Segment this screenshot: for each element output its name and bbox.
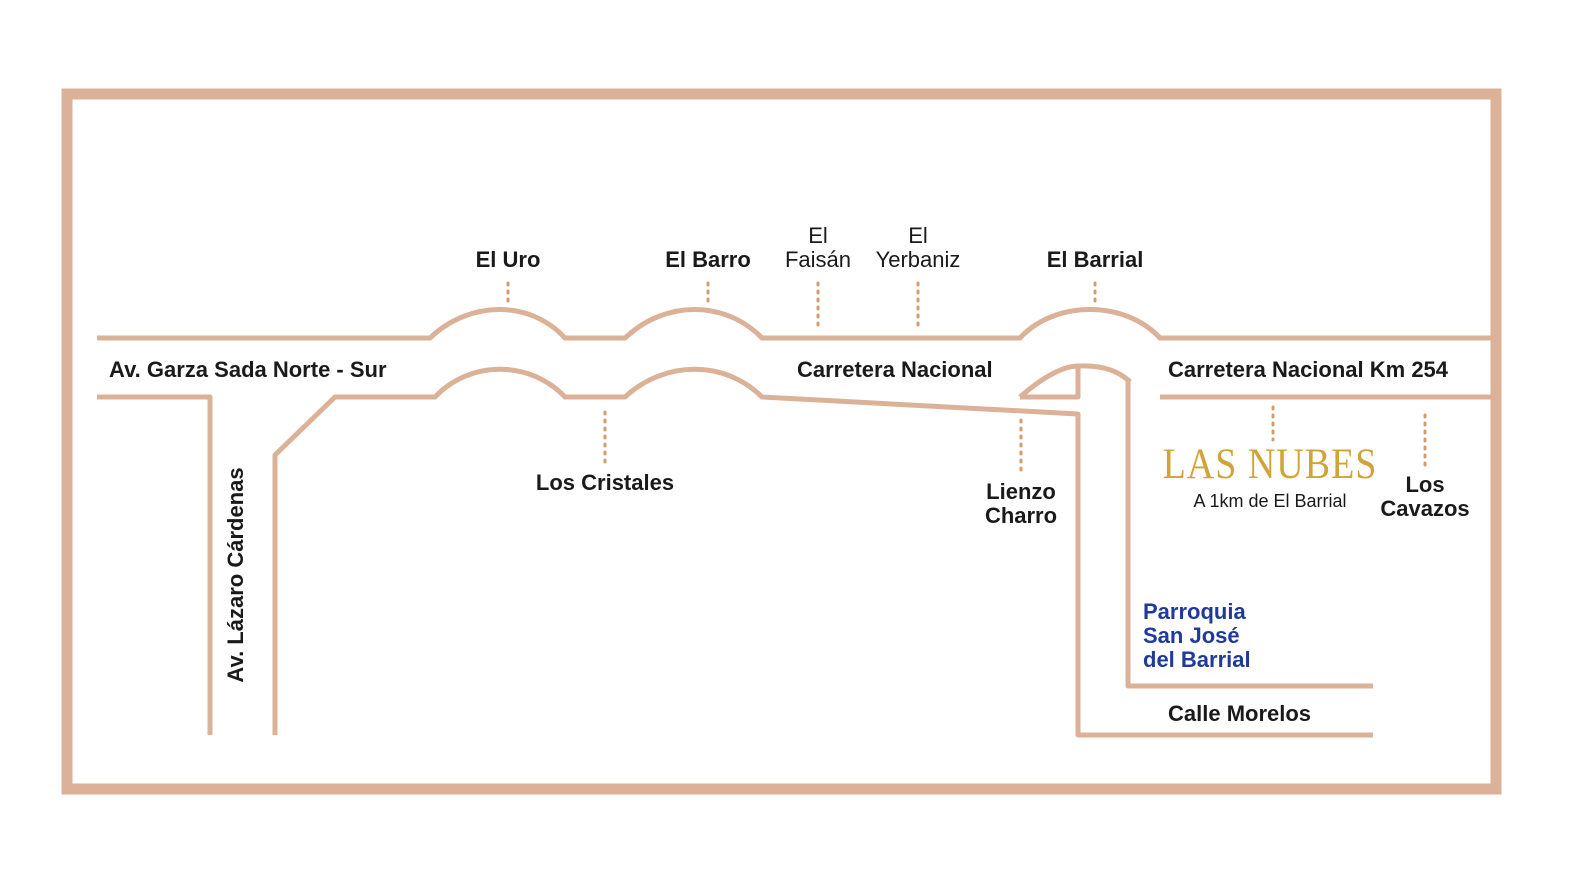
label-el-yerbaniz: El Yerbaniz <box>875 223 961 272</box>
map-frame <box>61 88 1502 795</box>
road-morelos-inner <box>1125 378 1373 689</box>
label-el-faisan: El Faisán <box>784 223 852 272</box>
label-el-barro: El Barro <box>665 247 751 272</box>
road-upper-edge <box>97 307 1498 341</box>
road-label-carretera-nacional: Carretera Nacional <box>797 357 993 382</box>
label-lienzo-charro: Lienzo Charro <box>984 479 1058 528</box>
label-los-cristales: Los Cristales <box>535 470 675 495</box>
road-lower-edge-left <box>97 394 213 735</box>
road-label-garza-sada: Av. Garza Sada Norte - Sur <box>109 357 387 382</box>
label-el-barrial: El Barrial <box>1046 247 1144 272</box>
label-el-uro: El Uro <box>475 247 541 272</box>
road-loop-arc <box>1077 363 1132 384</box>
destination-logo-las-nubes: LAS NUBES <box>1162 439 1378 489</box>
road-label-lazaro-cardenas: Av. Lázaro Cárdenas <box>223 467 248 683</box>
road-label-carretera-km: Carretera Nacional Km 254 <box>1168 357 1449 382</box>
destination-distance: A 1km de El Barrial <box>1193 491 1347 511</box>
road-lower-edge-middle <box>272 366 1373 738</box>
road-label-calle-morelos: Calle Morelos <box>1168 701 1312 726</box>
road-loop-lienzo <box>1018 363 1081 400</box>
label-parroquia-san-jose: Parroquia San José del Barrial <box>1143 599 1251 672</box>
label-los-cavazos: Los Cavazos <box>1380 472 1470 521</box>
